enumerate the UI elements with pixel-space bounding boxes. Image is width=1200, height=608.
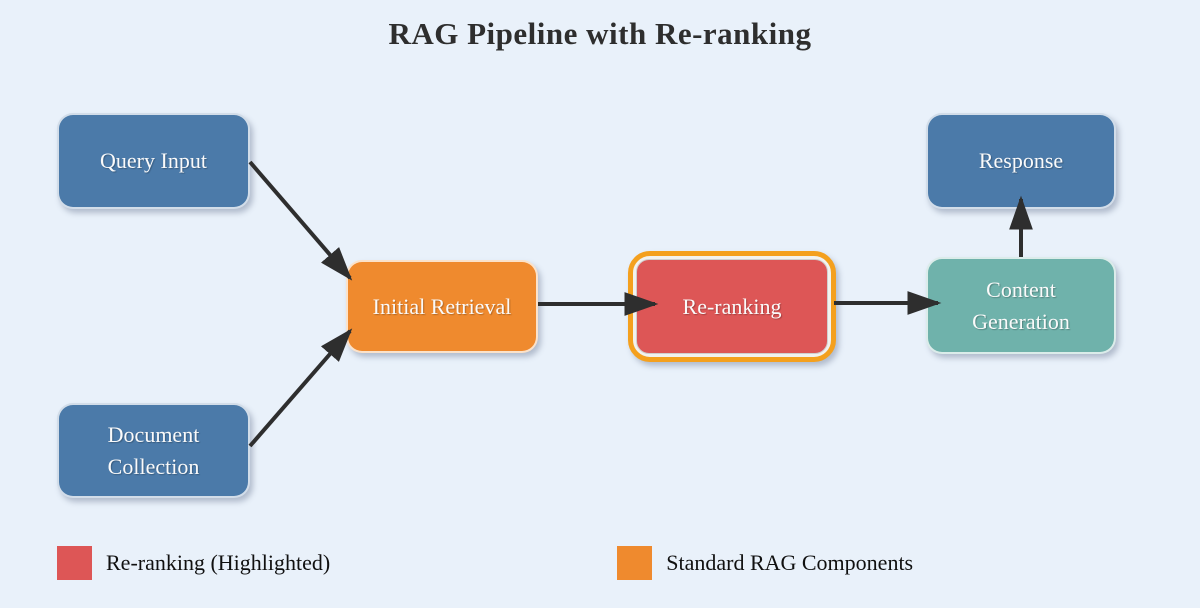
node-initial-retrieval-label: Initial Retrieval bbox=[372, 293, 512, 319]
legend-swatch-standard bbox=[617, 546, 653, 580]
legend: Re-ranking (Highlighted) Standard RAG Co… bbox=[57, 546, 913, 580]
node-content-generation: Content Generation bbox=[926, 257, 1116, 354]
page-title: RAG Pipeline with Re-ranking bbox=[388, 16, 812, 51]
legend-swatch-re-ranking bbox=[57, 546, 92, 580]
legend-label-re-ranking: Re-ranking (Highlighted) bbox=[106, 550, 331, 575]
node-document-collection-label: Document Collection bbox=[107, 421, 200, 479]
node-initial-retrieval: Initial Retrieval bbox=[346, 260, 538, 353]
legend-label-standard: Standard RAG Components bbox=[666, 550, 914, 575]
node-re-ranking: Re-ranking bbox=[636, 259, 828, 354]
node-re-ranking-label: Re-ranking bbox=[682, 293, 782, 319]
node-response: Response bbox=[926, 113, 1116, 209]
legend-item-standard: Standard RAG Components bbox=[617, 546, 913, 580]
node-query-input: Query Input bbox=[57, 113, 250, 209]
arrow-query-to-initial-retrieval bbox=[248, 160, 353, 281]
legend-item-re-ranking: Re-ranking (Highlighted) bbox=[57, 546, 330, 580]
node-query-input-label: Query Input bbox=[100, 148, 207, 174]
node-re-ranking-highlight-ring: Re-ranking bbox=[628, 251, 836, 362]
node-document-collection: Document Collection bbox=[57, 403, 250, 498]
node-response-label: Response bbox=[978, 148, 1064, 174]
node-content-generation-label: Content Generation bbox=[972, 276, 1070, 334]
arrow-documents-to-initial-retrieval bbox=[248, 328, 353, 448]
